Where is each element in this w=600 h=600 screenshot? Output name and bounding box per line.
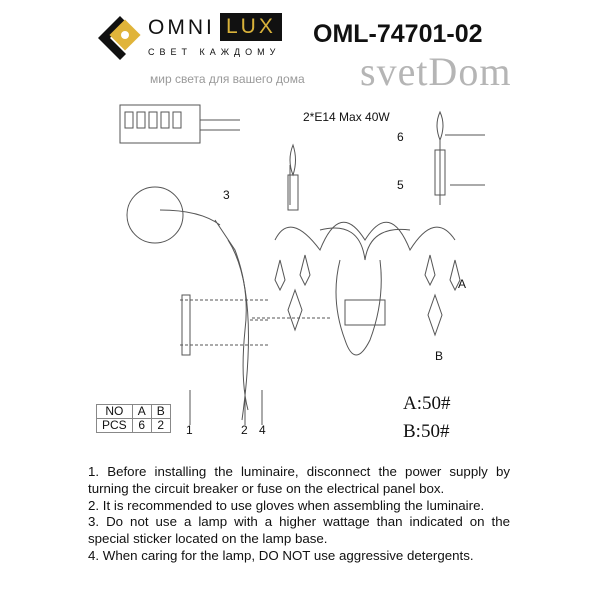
- label-6: 6: [397, 130, 404, 144]
- table-cell: A: [131, 404, 152, 419]
- label-4: 4: [259, 423, 266, 437]
- watermark-tagline: мир света для вашего дома: [150, 72, 305, 86]
- terminal-block-icon: [124, 111, 182, 129]
- table-cell: 2: [150, 418, 171, 433]
- table-cell: PCS: [96, 418, 133, 433]
- table-cell: 6: [131, 418, 152, 433]
- crystal-a-spec: A:50#: [403, 393, 451, 414]
- tagline: СВЕТ КАЖДОМУ: [148, 47, 281, 57]
- instruction-item: 1. Before installing the luminaire, disc…: [88, 464, 510, 496]
- label-b: B: [435, 349, 443, 363]
- brand-omni: OMNI: [148, 16, 215, 39]
- lamp-spec: 2*E14 Max 40W: [303, 110, 390, 124]
- label-2: 2: [241, 423, 248, 437]
- instruction-item: 3. Do not use a lamp with a higher watta…: [88, 514, 510, 547]
- label-1: 1: [186, 423, 193, 437]
- instruction-item: 2. It is recommended to use gloves when …: [88, 497, 485, 513]
- omnilux-logo-icon: [98, 16, 141, 60]
- watermark-logo: svetDom: [360, 49, 512, 94]
- label-a: A: [458, 277, 466, 291]
- label-5: 5: [397, 178, 404, 192]
- brand-lux: LUX: [220, 13, 282, 41]
- label-3: 3: [223, 188, 230, 202]
- instructions: 1. Before installing the luminaire, disc…: [88, 464, 510, 565]
- crystal-b-spec: B:50#: [403, 421, 450, 442]
- assembly-diagram: 6 5 3 A B 1 2 4: [119, 104, 485, 437]
- instruction-item: 4. When caring for the lamp, DO NOT use …: [88, 547, 474, 563]
- table-cell: B: [150, 404, 171, 419]
- table-cell: NO: [96, 404, 133, 419]
- model-number: OML-74701-02: [313, 20, 483, 48]
